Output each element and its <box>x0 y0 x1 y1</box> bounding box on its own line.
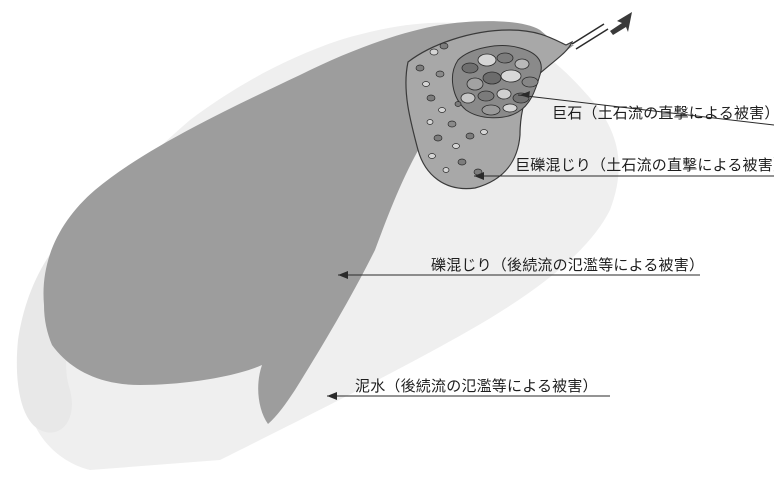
gravel-pebbles <box>415 42 488 176</box>
boulders <box>460 52 539 116</box>
stream-channel-line-1 <box>571 23 605 45</box>
flow-direction-arrow-icon <box>610 12 632 35</box>
label-gravel-mix: 礫混じり（後続流の氾濫等による被害） <box>431 256 705 274</box>
leader-arrowheads <box>327 91 530 400</box>
label-boulder: 巨石（土石流の直撃による被害） <box>552 104 774 122</box>
leader-line-boulder <box>517 94 774 126</box>
stream-channel-line-2 <box>575 28 609 50</box>
debris-flow-body <box>43 21 574 425</box>
label-boulder-mix: 巨礫混じり（土石流の直撃による被害） <box>515 156 774 174</box>
label-mud-water: 泥水（後続流の氾濫等による被害） <box>355 377 598 395</box>
